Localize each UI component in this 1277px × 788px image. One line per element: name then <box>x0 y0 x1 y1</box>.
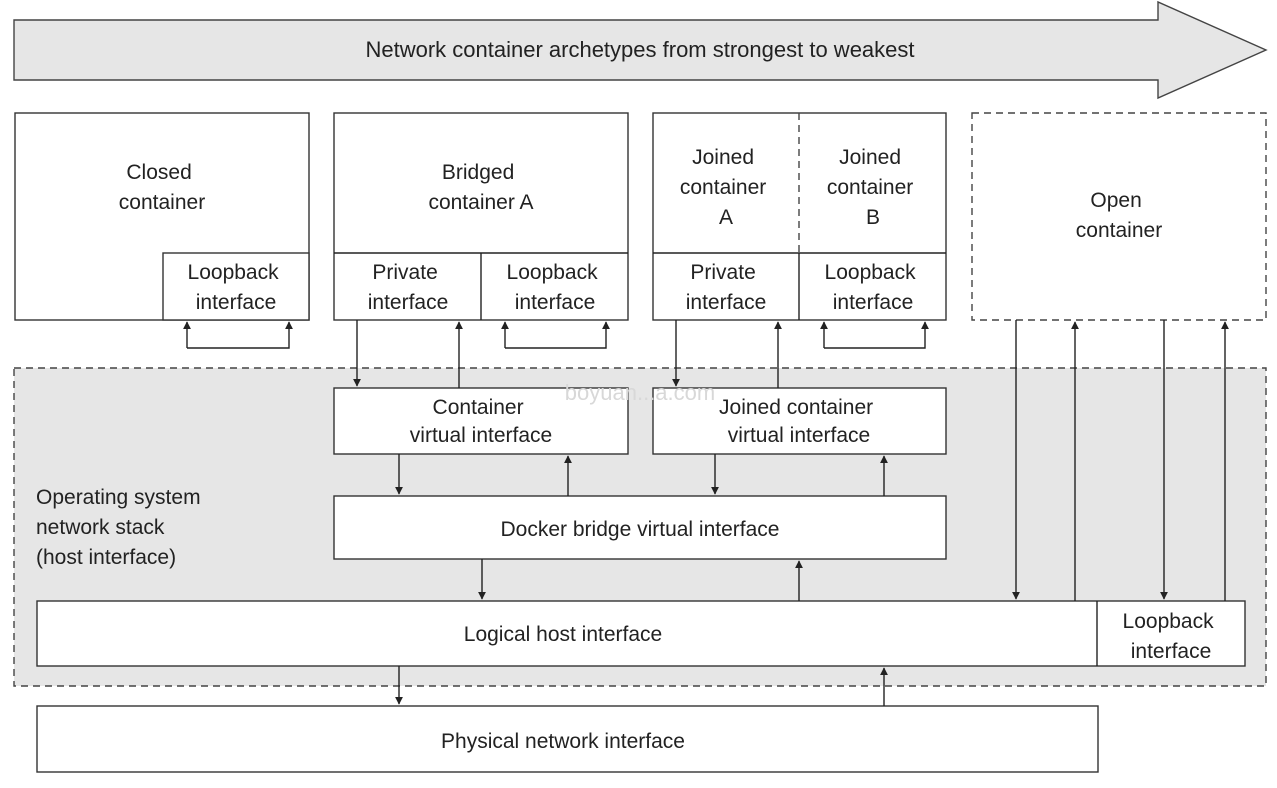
banner-arrow-shape <box>13 0 1268 100</box>
joined-loopback-arrow-right <box>824 321 929 349</box>
closed-loopback-interface-box <box>162 252 310 321</box>
container-virtual-interface-box <box>333 387 629 455</box>
watermark-text: boyuan...a.com <box>565 380 715 405</box>
physical-network-interface-box <box>36 705 1099 773</box>
joined-container-b-label: Joined container B <box>827 146 919 229</box>
joined-private-interface-label: Private interface <box>686 261 767 314</box>
os-network-stack-label: Operating system network stack (host int… <box>36 486 206 569</box>
bridged-private-interface-label: Private interface <box>368 261 449 314</box>
docker-bridge-box <box>333 495 947 560</box>
banner-title: Network container archetypes from strong… <box>365 37 914 62</box>
joined-container-virtual-interface-label: Joined container virtual interface <box>719 396 879 447</box>
bridged-loopback-arrow-right <box>505 321 610 349</box>
container-virtual-interface-label: Container virtual interface <box>410 396 552 447</box>
docker-bridge-label: Docker bridge virtual interface <box>501 518 780 541</box>
bridged-loopback-interface-label: Loopback interface <box>507 261 604 314</box>
joined-container-a-label: Joined container A <box>680 146 772 229</box>
logical-host-interface-box <box>36 600 1246 667</box>
closed-loopback-arrow-right <box>187 321 293 349</box>
physical-network-interface-label: Physical network interface <box>441 730 685 753</box>
open-container-box <box>971 112 1267 321</box>
connectors <box>183 320 1229 706</box>
logical-host-interface-label: Logical host interface <box>464 623 662 646</box>
archetype-banner: Network container archetypes from strong… <box>13 0 1268 100</box>
labels: Closed container Loopback interface Brid… <box>36 146 1220 753</box>
closed-container-label: Closed container <box>119 161 205 214</box>
host-loopback-interface-label: Loopback interface <box>1123 610 1220 663</box>
closed-loopback-label: Loopback interface <box>188 261 285 314</box>
open-container-label: Open container <box>1076 189 1162 242</box>
joined-container-virtual-interface-box <box>652 387 947 455</box>
bridged-container-label: Bridged container A <box>428 161 533 214</box>
joined-loopback-interface-label: Loopback interface <box>825 261 922 314</box>
